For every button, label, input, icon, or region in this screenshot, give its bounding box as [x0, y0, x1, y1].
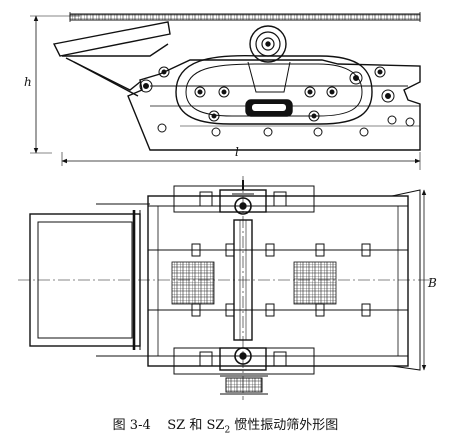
feed-hopper: [29, 203, 150, 357]
width-label: B: [427, 276, 437, 290]
caption-number: 图 3-4: [112, 418, 151, 433]
cross-brackets: [191, 243, 371, 317]
screen-body: [127, 59, 421, 151]
height-label: h: [24, 75, 32, 89]
plan-view: [18, 176, 430, 400]
length-dimension: [61, 152, 421, 170]
side-view: [30, 12, 421, 170]
vibrator-shaft: [233, 219, 253, 341]
caption-subscript: 2: [224, 425, 231, 436]
top-bearing: [173, 180, 315, 215]
vibrator-flywheel: [247, 25, 291, 93]
side-bolts: [139, 66, 415, 137]
screen-meshes: [171, 261, 337, 305]
feed-chute: [52, 21, 171, 97]
centerlines: [18, 176, 430, 400]
length-label: l: [235, 145, 239, 159]
caption-text-suffix: 惯性振动筛外形图: [230, 418, 339, 433]
height-dimension: [30, 15, 80, 154]
bottom-bearing: [173, 347, 315, 395]
caption-text-prefix: SZ 和 SZ: [167, 418, 225, 433]
spring-housing: [175, 54, 373, 125]
screen-frame: [147, 189, 421, 371]
figure-caption: 图 3-4 SZ 和 SZ2 惯性振动筛外形图: [0, 414, 451, 436]
top-frame-bar: [69, 12, 421, 22]
